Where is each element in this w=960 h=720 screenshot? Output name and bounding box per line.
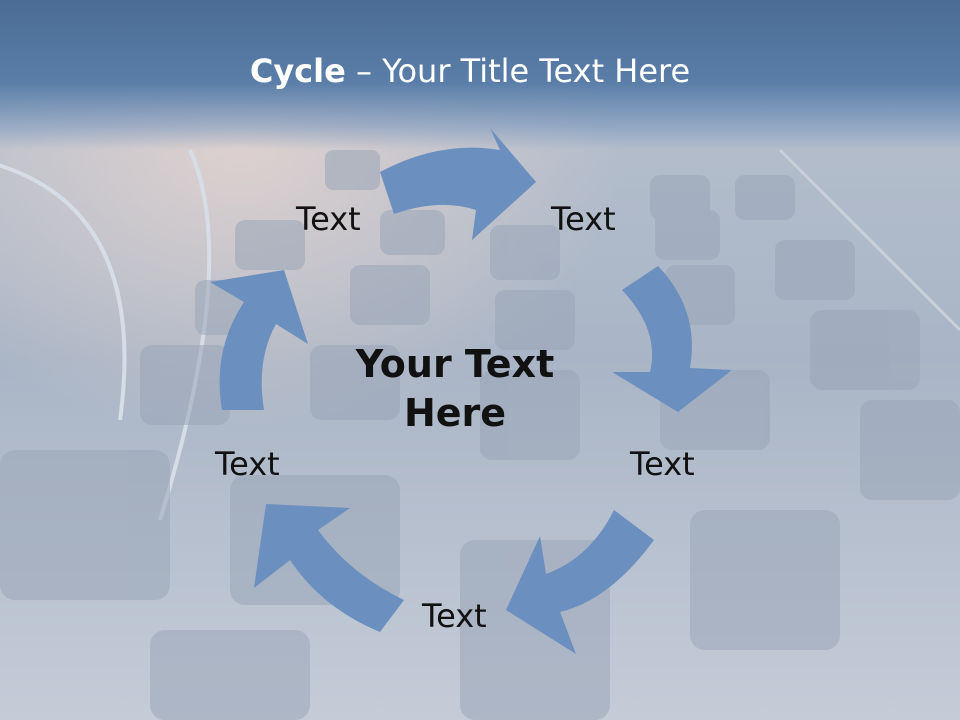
cycle-label-1: Text [296, 200, 361, 238]
cycle-arrow-4 [254, 504, 404, 632]
title-bold: Cycle [249, 52, 346, 90]
cycle-label-4: Text [422, 597, 487, 635]
cycle-arrow-3 [506, 510, 654, 654]
cycle-label-2: Text [551, 200, 616, 238]
cycle-arrow-2 [612, 266, 732, 412]
cycle-arrow-5 [210, 270, 308, 410]
title-bar [0, 0, 960, 150]
center-text-line-2: Here [403, 391, 507, 436]
cycle-arrow-1 [380, 128, 536, 240]
slide-title: Cycle – Your Title Text Here [0, 52, 940, 90]
title-rest: – Your Title Text Here [345, 52, 691, 90]
center-text-line-1: Your Text [355, 342, 555, 386]
cycle-label-5: Text [215, 445, 280, 483]
cycle-label-3: Text [630, 445, 695, 483]
center-text: Your Text Here [330, 340, 580, 439]
